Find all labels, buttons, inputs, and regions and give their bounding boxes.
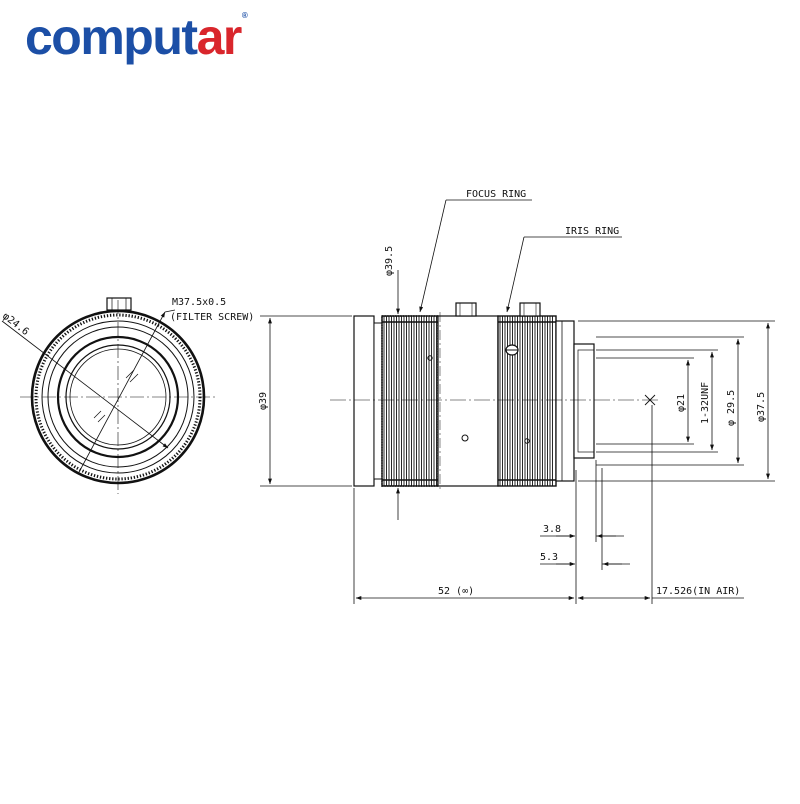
front-view-knob [106, 297, 132, 311]
dia-rear-label: φ37.5 [756, 392, 767, 422]
center-barrel [437, 315, 499, 487]
dia-focus-label: φ39.5 [384, 246, 395, 276]
length-label: 52 (∞) [438, 586, 474, 597]
dia-mount-inner-label: φ 29.5 [726, 390, 737, 426]
c-mount [573, 343, 595, 459]
thread-label: 1-32UNF [700, 382, 711, 424]
focus-ring-label: FOCUS RING [466, 189, 526, 200]
dia-body-label: φ39 [258, 392, 269, 410]
dim-b-label: 5.3 [540, 552, 558, 563]
filter-screw-label: (FILTER SCREW) [170, 312, 254, 323]
dia-inner-label: φ24.6 [0, 311, 30, 338]
iris-ring-knurl [499, 316, 553, 486]
computar-logo: computar® [25, 9, 248, 65]
dimension-lines [260, 270, 775, 604]
focus-ring [381, 315, 439, 487]
logo-registered-mark: ® [241, 11, 248, 20]
focus-lock-knob [455, 302, 477, 317]
logo-text-main: compu [25, 9, 183, 65]
dia-inner-leader [1, 320, 169, 449]
front-filter-ring [353, 315, 375, 487]
iris-lock-knob [519, 302, 541, 317]
dia-bore-label: φ21 [676, 394, 687, 412]
filter-thread-label: M37.5x0.5 [172, 297, 226, 308]
iris-ring-label: IRIS RING [565, 226, 619, 237]
focus-ring-knurl [383, 316, 437, 486]
focus-ring-leader [419, 199, 447, 313]
back-focus-label: 17.526(IN AIR) [656, 586, 740, 597]
logo-text-accent: ar [196, 9, 243, 65]
logo-text-t: t [181, 9, 198, 65]
rear-flange [555, 320, 575, 482]
front-view [1, 297, 216, 494]
iris-ring-leader [506, 236, 525, 313]
filter-screw-leader [77, 311, 166, 475]
dim-a-label: 3.8 [543, 524, 561, 535]
side-view [330, 302, 660, 492]
